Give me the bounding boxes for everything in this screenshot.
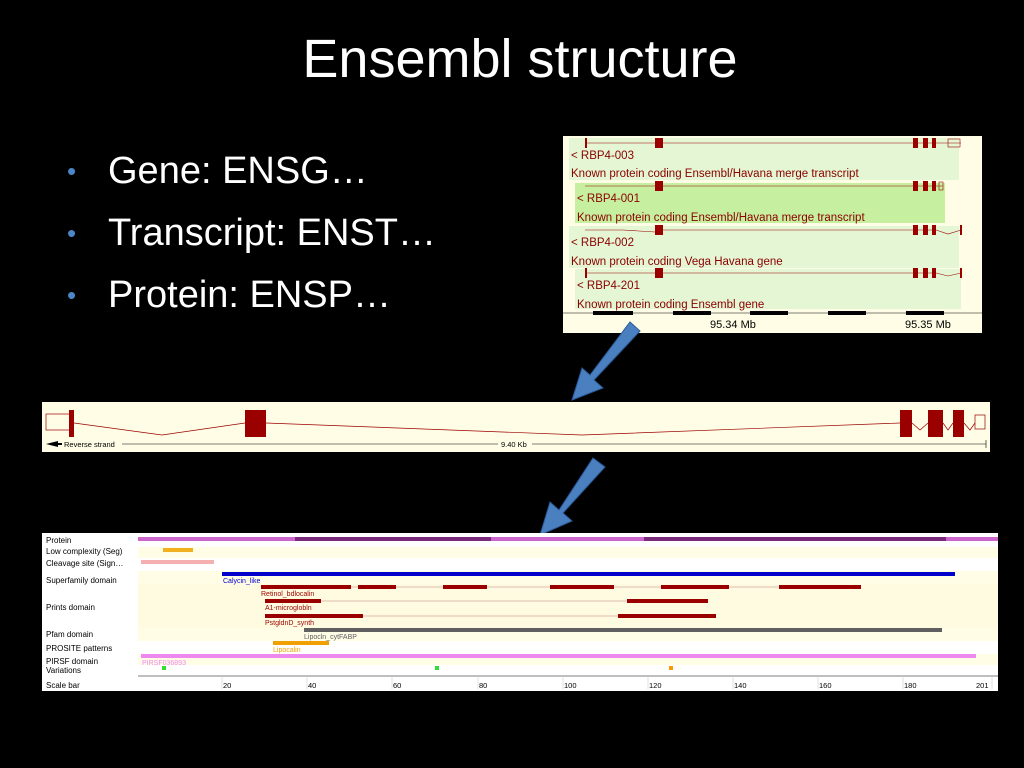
transcript-description: Known protein coding Ensembl/Havana merg… [577,212,865,224]
transcript-id: < RBP4-002 [571,237,634,249]
scale-tick-label: 140 [734,681,747,690]
feature-label: PstgldnD_synth [265,620,314,627]
transcript-description: Known protein coding Ensembl/Havana merg… [571,168,859,180]
scale-tick-label: 180 [904,681,917,690]
pirsf-feature [141,654,976,658]
down-arrow-icon [571,321,641,401]
track-label: Protein [46,536,71,545]
prosite-feature [273,641,329,645]
feature-label: A1-microglobln [265,605,312,612]
prints-domain-features [261,585,861,618]
scale-tick-label: 201 [976,681,989,690]
strand-scale-line [46,440,987,448]
protein-panel: Calycin_like Retinol_bdlocalin A1-microg… [42,533,998,691]
transcript-row-bg [575,269,961,309]
track-label: Variations [46,666,81,675]
feature-label: Lipocln_cytFABP [304,634,357,641]
track-label: PROSITE patterns [46,644,112,653]
bullet-gene: • Gene: ENSG… [62,140,436,202]
track-label: Superfamily domain [46,576,117,585]
genomic-scale-bar [563,311,982,315]
low-complexity-feature [163,548,193,552]
pfam-feature [304,628,942,632]
scale-label: 95.34 Mb [710,319,756,331]
track-label: Scale bar [46,681,80,690]
feature-label: PIRSF036893 [142,660,186,667]
feature-label: Calycin_like [223,578,260,585]
transcripts-diagram: < RBP4-003 Known protein coding Ensembl/… [563,138,982,331]
down-arrow-icon [539,457,606,536]
superfamily-feature [222,572,955,576]
scale-tick-label: 40 [308,681,316,690]
bullet-text: Transcript: ENST… [108,212,436,254]
feature-label: Retinol_bdlocalin [261,591,314,598]
transcript-row-bg [569,138,959,180]
scale-tick-label: 80 [479,681,487,690]
variation-marker [435,666,439,670]
gene-structure [45,410,986,437]
transcript-structure [585,225,962,235]
slide-title: Ensembl structure [302,29,738,89]
transcript-row-bg [569,226,959,268]
strand-label: Reverse strand [64,440,115,449]
variation-marker [162,666,166,670]
variation-marker [669,666,673,670]
track-label: Low complexity (Seg) [46,547,123,556]
transcript-row-bg-selected [575,183,945,223]
scale-label: 95.35 Mb [905,319,951,331]
bullet-dot-icon: • [67,156,77,186]
length-label: 9.40 Kb [501,440,527,449]
transcript-description: Known protein coding Vega Havana gene [571,256,783,268]
track-label: Prints domain [46,603,95,612]
transcripts-panel: < RBP4-003 Known protein coding Ensembl/… [563,136,982,333]
scale-tick-label: 160 [819,681,832,690]
transcript-id: < RBP4-001 [577,193,640,205]
bullet-transcript: • Transcript: ENST… [62,202,436,264]
transcript-structure [585,138,961,148]
bullet-text: Gene: ENSG… [108,150,368,192]
bullet-list: • Gene: ENSG… • Transcript: ENST… • Protein… [62,140,436,326]
scale-tick-label: 120 [649,681,662,690]
cleavage-feature [141,560,214,564]
bullet-dot-icon: • [67,280,77,310]
scale-tick-label: 60 [393,681,401,690]
scale-tick-label: 20 [223,681,231,690]
transcript-structure [585,268,962,278]
transcript-structure [585,181,944,191]
protein-track [138,537,998,541]
track-label: Cleavage site (Sign… [46,559,123,568]
feature-label: Lipocalin [273,647,301,654]
protein-domains-diagram: Calycin_like Retinol_bdlocalin A1-microg… [46,536,998,690]
track-label: PIRSF domain [46,657,98,666]
transcript-id: < RBP4-003 [571,150,634,162]
transcript-id: < RBP4-201 [577,280,640,292]
residue-scale-bar [138,675,998,690]
bullet-dot-icon: • [67,218,77,248]
track-label: Pfam domain [46,630,93,639]
bullet-text: Protein: ENSP… [108,274,391,316]
gene-structure-diagram: Reverse strand 9.40 Kb [45,410,987,449]
transcript-description: Known protein coding Ensembl gene [577,299,764,311]
gene-panel: Reverse strand 9.40 Kb [42,402,990,452]
scale-tick-label: 100 [564,681,577,690]
bullet-protein: • Protein: ENSP… [62,264,436,326]
